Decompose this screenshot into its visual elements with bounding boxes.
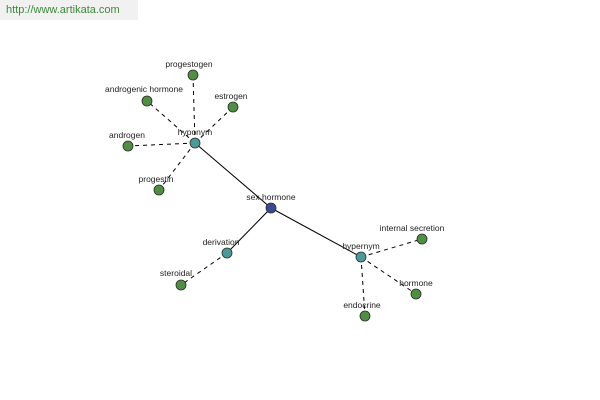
node-marker-term[interactable] xyxy=(153,184,165,196)
edge-hypernym-internal-secretion xyxy=(360,238,423,258)
edge-sex-hormone-derivation xyxy=(226,207,272,254)
node-marker-term[interactable] xyxy=(122,140,134,152)
node-label-steroidal: steroidal xyxy=(160,268,192,278)
graph-edges xyxy=(127,74,423,317)
node-marker-term[interactable] xyxy=(410,288,422,300)
node-label-sex-hormone: sex hormone xyxy=(246,192,295,202)
node-steroidal[interactable]: steroidal xyxy=(160,268,192,291)
node-marker-root[interactable] xyxy=(265,202,277,214)
graph-nodes: sex hormone hyponym derivation hypernym … xyxy=(105,59,445,322)
node-hyponym[interactable]: hyponym xyxy=(178,127,213,149)
node-internal-secretion[interactable]: internal secretion xyxy=(380,223,445,245)
node-label-estrogen: estrogen xyxy=(214,91,247,101)
node-label-androgenic-hormone: androgenic hormone xyxy=(105,84,183,94)
node-sex-hormone[interactable]: sex hormone xyxy=(246,192,296,214)
edge-hyponym-androgen xyxy=(127,142,196,147)
edge-hyponym-estrogen xyxy=(194,106,234,144)
node-hypernym[interactable]: hypernym xyxy=(342,241,380,263)
node-progestin[interactable]: progestin xyxy=(139,174,174,196)
node-progestogen[interactable]: progestogen xyxy=(165,59,213,81)
node-label-progestogen: progestogen xyxy=(165,59,213,69)
edge-sex-hormone-hyponym xyxy=(194,142,272,209)
node-marker-term[interactable] xyxy=(141,95,153,107)
node-derivation[interactable]: derivation xyxy=(203,237,240,259)
node-marker-term[interactable] xyxy=(227,101,239,113)
node-label-hyponym: hyponym xyxy=(178,127,213,137)
node-label-derivation: derivation xyxy=(203,237,240,247)
node-marker-relation[interactable] xyxy=(221,247,233,259)
edge-hyponym-progestin xyxy=(158,142,196,191)
node-androgenic-hormone[interactable]: androgenic hormone xyxy=(105,84,183,107)
node-endocrine[interactable]: endocrine xyxy=(343,300,381,322)
edge-derivation-steroidal xyxy=(180,252,228,286)
node-label-internal-secretion: internal secretion xyxy=(380,223,445,233)
edge-hyponym-progestogen xyxy=(192,74,196,144)
node-hormone[interactable]: hormone xyxy=(399,278,433,300)
source-url-banner[interactable]: http://www.artikata.com xyxy=(0,0,138,20)
edge-hyponym-androgenic-hormone xyxy=(146,100,196,144)
node-label-endocrine: endocrine xyxy=(343,300,381,310)
node-marker-term[interactable] xyxy=(416,233,428,245)
node-label-hormone: hormone xyxy=(399,278,433,288)
node-label-hypernym: hypernym xyxy=(342,241,379,251)
node-estrogen[interactable]: estrogen xyxy=(214,91,248,113)
edge-sex-hormone-hypernym xyxy=(270,207,362,258)
node-marker-relation[interactable] xyxy=(189,137,201,149)
node-androgen[interactable]: androgen xyxy=(109,130,145,152)
node-marker-term[interactable] xyxy=(175,279,187,291)
edge-hypernym-endocrine xyxy=(360,256,366,317)
node-label-progestin: progestin xyxy=(139,174,174,184)
node-marker-term[interactable] xyxy=(187,69,199,81)
node-marker-term[interactable] xyxy=(359,310,371,322)
node-label-androgen: androgen xyxy=(109,130,145,140)
node-marker-relation[interactable] xyxy=(355,251,367,263)
edge-hypernym-hormone xyxy=(360,256,417,295)
